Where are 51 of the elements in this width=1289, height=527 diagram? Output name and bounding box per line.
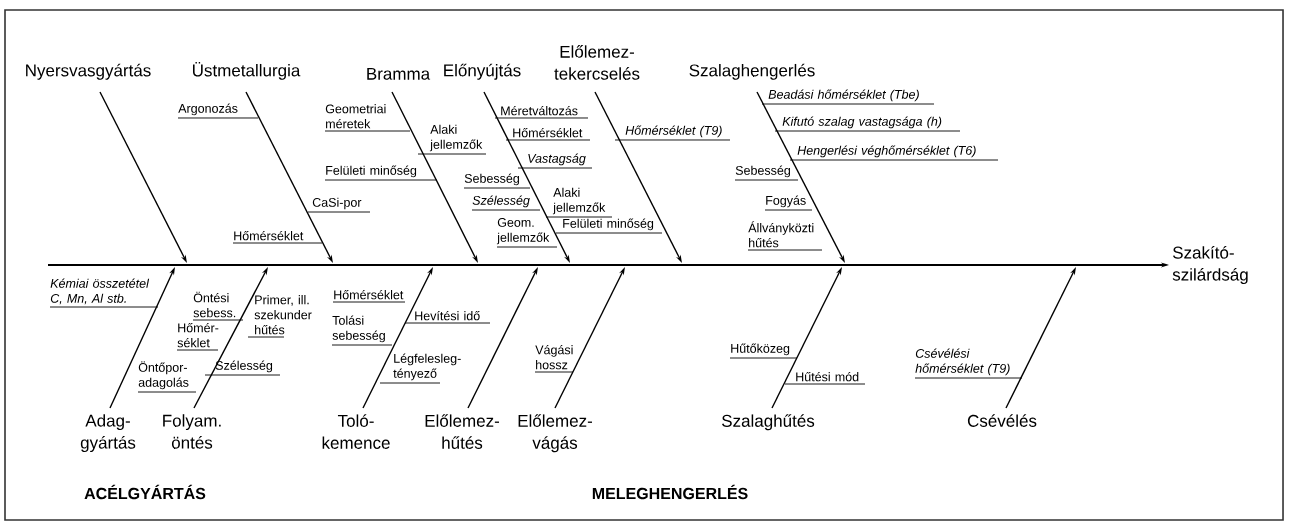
cause-label: Beadási hőmérséklet (Tbe) [761,89,935,105]
cause-label: Csévélési hőmérséklet (T9) [914,348,1023,379]
category-label: Üstmetallurgia [193,62,301,80]
cause-label: Felületi minőség [324,165,438,181]
cause-label: Szélesség [471,195,541,211]
cause-label: Vastagság [517,153,593,169]
category-label: Szalaghengerlés [689,63,815,80]
effect-label: Szakító-szilárdság [1172,246,1248,285]
cause-label: Hőmérséklet [505,127,591,141]
cause-label: Kifutó szalag vastagsága (h) [774,116,961,132]
cause-label: Légfelesleg-tényező [379,353,461,384]
cause-label: Argonozás [177,103,259,119]
category-label: Csévélés [967,414,1037,427]
category-label: Folyam. öntés [163,414,221,449]
cause-label: Öntőpor-adagolás [137,361,197,393]
cause-label: Öntési sebess. [192,291,244,321]
cause-label: Hűtési mód [784,372,866,385]
cause-label: Alaki jellemzők [545,187,613,218]
cause-label: Hőmérséklet [332,290,406,303]
cause-label: Sebesség [463,173,531,189]
cause-label: Felületi minőség [555,218,663,234]
category-label: Nyersvasgyártás [26,63,151,80]
section-title: MELEGHENGERLÉS [592,484,748,500]
cause-label: Méretváltozás [494,105,589,119]
category-label: Szalaghűtés [722,414,815,431]
cause-label: Fogyás [764,195,813,211]
category-label: Előnyújtás [444,63,521,80]
category-label: Előlemez-tekercselés [554,45,640,80]
cause-label: Kémiai összetétel C, Mn, Al stb. [49,278,159,308]
cause-label: Geom. jellemzők [496,218,558,248]
cause-label: Tolási sebesség [331,315,393,346]
cause-label: Állványközti hűtés [747,221,823,251]
cause-label: Alaki jellemzők [417,124,487,155]
cause-label: CaSi-por [307,197,371,213]
category-label: Előlemez-vágás [518,414,593,453]
cause-label: Hőmérséklet (T9) [614,125,731,141]
cause-label: Hőmér-séklet [176,323,219,351]
cause-label: Hevítési idő [404,311,491,324]
section-title: ACÉLGYÁRTÁS [84,484,206,500]
cause-label: Hengerlési véghőmérséklet (T6) [789,145,999,161]
cause-label: Hűtőközeg [729,343,798,359]
category-label: Előlemez-hűtés [425,414,500,449]
cause-label: Hőmérséklet [232,230,323,244]
cause-label: Vágási hossz [534,345,574,373]
category-label: Bramma [367,67,431,80]
cause-label: Geometriai méretek [324,104,411,132]
cause-label: Sebesség [734,165,799,181]
category-label: Toló-kemence [322,414,390,449]
category-label: Adag-gyártás [80,414,136,453]
cause-label: Szélesség [204,360,281,376]
cause-label: Primer, ill. szekunder hűtés [247,295,312,338]
